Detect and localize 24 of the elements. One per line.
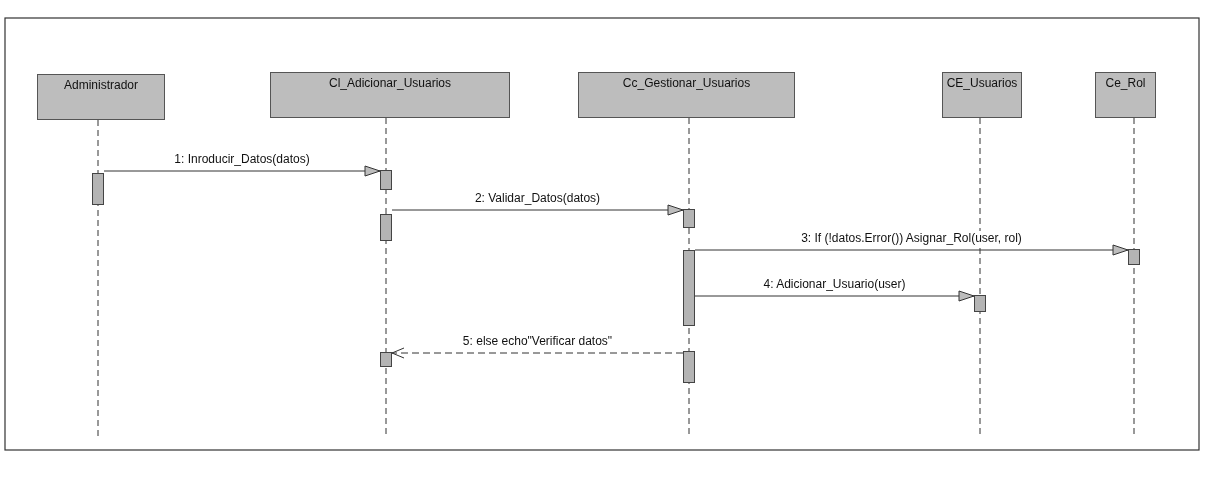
message-label: 1: Inroducir_Datos(datos) [173, 152, 311, 166]
lifeline-header-box: Administrador [37, 74, 165, 120]
message-arrow [391, 204, 684, 216]
activation-bar [683, 209, 695, 228]
lifeline-header-box: Ce_Rol [1095, 72, 1156, 118]
lifeline-header-box: Cc_Gestionar_Usuarios [578, 72, 795, 118]
activation-bar [974, 295, 986, 312]
activation-bar [683, 351, 695, 383]
activation-bar [380, 214, 392, 241]
message-arrow [103, 165, 381, 177]
message-label: 3: If (!datos.Error()) Asignar_Rol(user, rol) [800, 231, 1023, 245]
activation-bar [380, 170, 392, 190]
message-label: 2: Validar_Datos(datos) [473, 191, 602, 205]
lifeline-header-box: Cl_Adicionar_Usuarios [270, 72, 510, 118]
activation-bar [92, 173, 104, 205]
message-arrow [694, 244, 1129, 256]
activation-bar [380, 352, 392, 367]
message-label: 4: Adicionar_Usuario(user) [762, 277, 907, 291]
message-label: 5: else echo"Verificar datos" [461, 334, 614, 348]
return-message-arrow [391, 347, 684, 359]
lifeline-header-box: CE_Usuarios [942, 72, 1022, 118]
activation-bar [683, 250, 695, 326]
message-arrow [694, 290, 975, 302]
activation-bar [1128, 249, 1140, 265]
